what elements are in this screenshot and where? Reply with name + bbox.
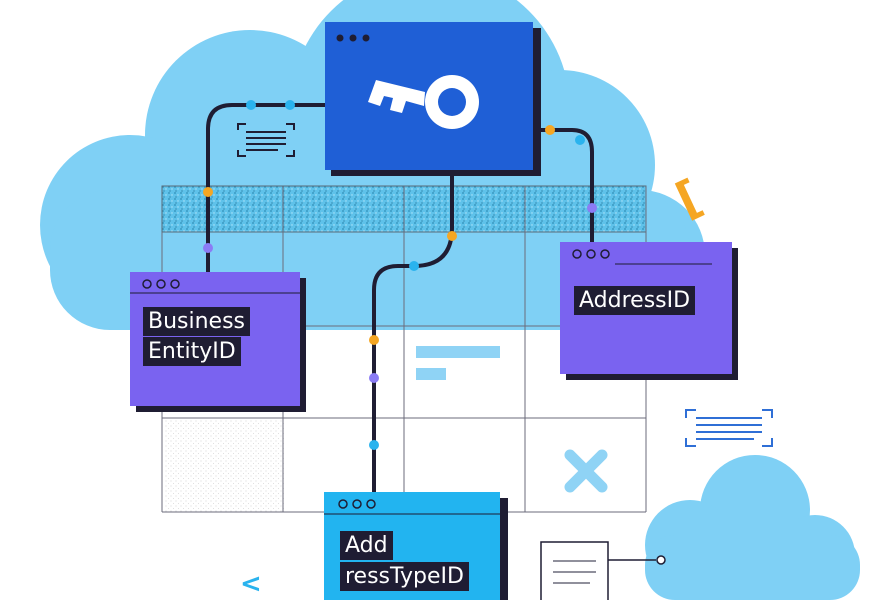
connector-dots — [203, 100, 597, 450]
address-label: AddressID — [574, 286, 696, 315]
scan-frame-icon — [685, 409, 773, 447]
address-type-label-line1: Add — [340, 531, 393, 560]
business-entity-label-line2: EntityID — [143, 337, 241, 366]
business-entity-label-line1: Business — [143, 307, 251, 336]
small-cloud — [645, 455, 860, 600]
scan-frame-icon — [237, 123, 295, 157]
key-icon — [368, 75, 479, 129]
address-type-label-line2: ressTypeID — [340, 562, 469, 591]
document-icon — [540, 541, 666, 600]
chevron-left-icon: < — [240, 569, 262, 599]
key-window — [325, 22, 541, 176]
cross-icon — [564, 449, 608, 493]
